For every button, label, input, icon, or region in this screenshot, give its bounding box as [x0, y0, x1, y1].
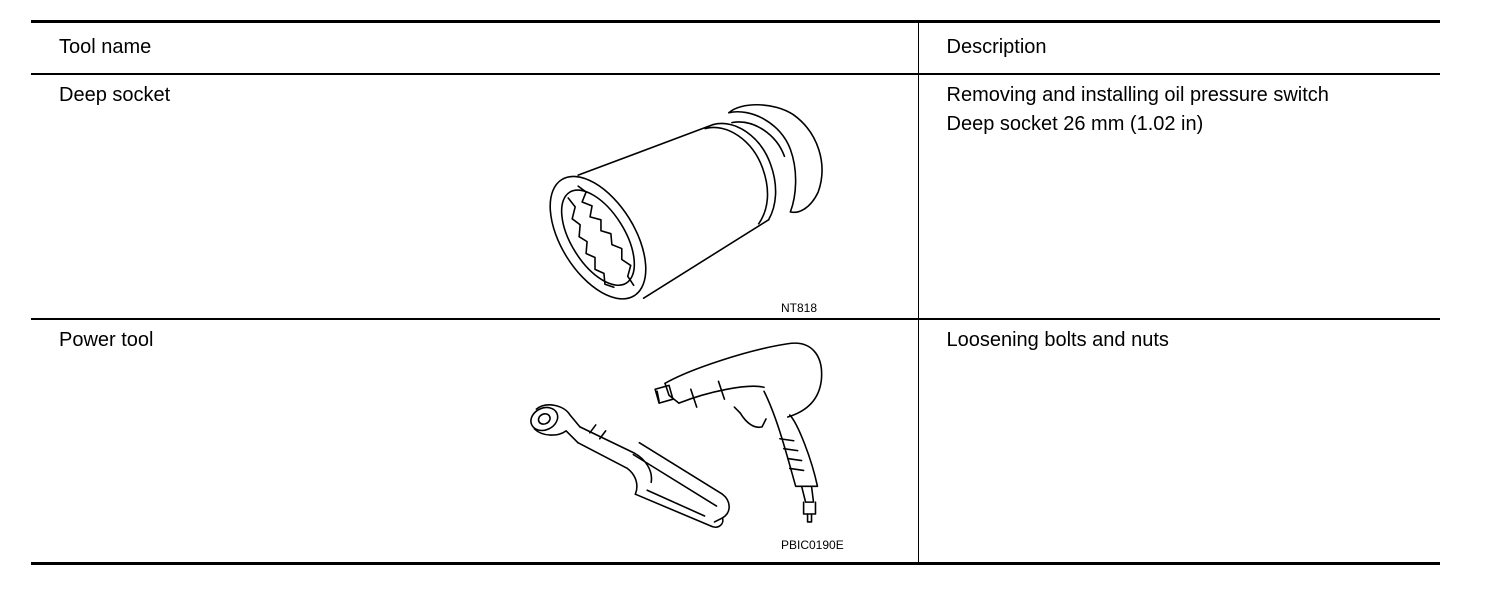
table-row-power-tool: Power tool — [31, 318, 1440, 564]
description-line-1: Loosening bolts and nuts — [946, 328, 1169, 351]
tool-name-power-tool: Power tool — [59, 328, 154, 351]
special-tools-table: Tool name Description Deep socket — [31, 20, 1440, 565]
deep-socket-illustration — [549, 103, 823, 300]
table-row-deep-socket: Deep socket — [31, 73, 1440, 319]
figure-code-pbic0190e: PBIC0190E — [781, 537, 844, 552]
power-tool-illustration — [530, 341, 823, 528]
description-cell: Removing and installing oil pressure swi… — [918, 74, 1440, 319]
description-cell: Loosening bolts and nuts — [918, 319, 1440, 564]
tool-name-cell: Deep socket — [31, 73, 919, 319]
description-line-2: Deep socket 26 mm (1.02 in) — [946, 112, 1204, 135]
header-tool-name: Tool name — [31, 21, 919, 74]
figure-code-nt818: NT818 — [781, 300, 818, 315]
table-header-row: Tool name Description — [31, 21, 1440, 74]
header-description: Description — [946, 36, 1047, 58]
description-line-1: Removing and installing oil pressure swi… — [946, 83, 1329, 106]
tool-name-cell: Power tool — [31, 318, 919, 564]
tool-name-deep-socket: Deep socket — [59, 83, 171, 106]
